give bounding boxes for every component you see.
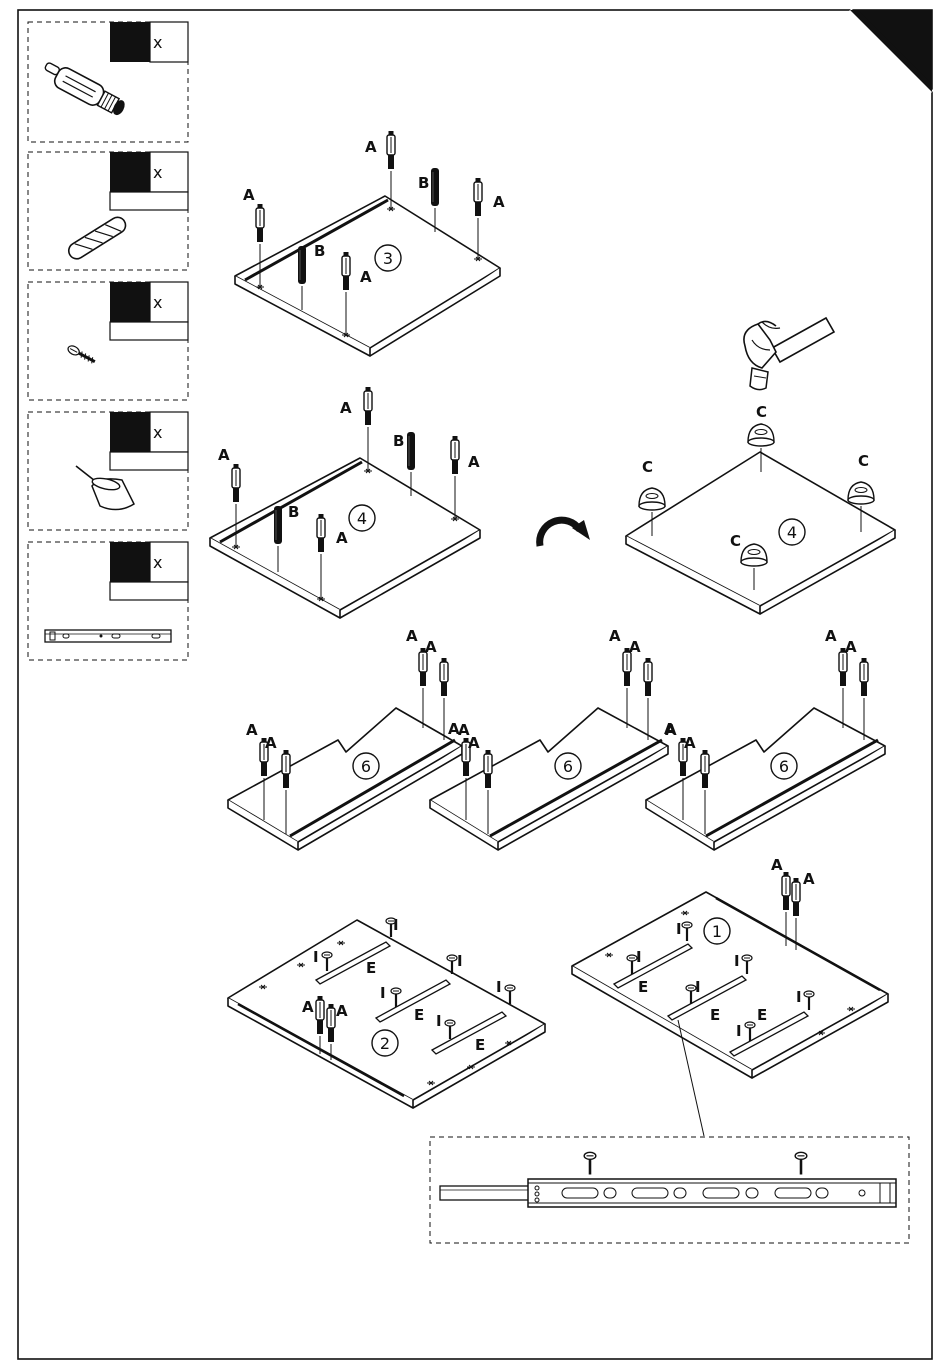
panel-1-assembly: 1 E E E I I I I I I A A	[572, 856, 888, 1136]
panel-3-assembly: 3 A B A A B A	[235, 131, 505, 356]
wooden-dowel-icon	[66, 214, 129, 261]
hardware-box-glide: x	[28, 412, 188, 530]
label-a: A	[684, 734, 696, 752]
label-e: E	[710, 1006, 720, 1024]
panel-number: 6	[563, 757, 573, 776]
hardware-box-dowel: x	[28, 152, 188, 270]
label-a: A	[360, 268, 372, 286]
label-i: I	[736, 1022, 742, 1040]
hardware-box-cam-bolt: x	[28, 22, 188, 142]
label-i: I	[496, 978, 502, 996]
label-i: I	[636, 948, 642, 966]
drawer-slide-icon	[45, 630, 171, 642]
label-i: I	[796, 988, 802, 1006]
hammer-icon	[744, 318, 834, 390]
panel-number: 1	[712, 922, 722, 941]
label-e: E	[414, 1006, 424, 1024]
label-e: E	[638, 978, 648, 996]
label-a: A	[468, 734, 480, 752]
label-a: A	[218, 446, 230, 464]
mark-x: x	[153, 163, 162, 182]
label-a: A	[803, 870, 815, 888]
panel-4-glides: 4 C C C C	[626, 403, 895, 614]
label-a: A	[265, 734, 277, 752]
panel-2-assembly: 2 E E E I I I I I I A A	[228, 916, 545, 1108]
label-i: I	[380, 984, 386, 1002]
label-b: B	[393, 432, 404, 450]
panel-number: 4	[787, 523, 797, 542]
label-a: A	[336, 1002, 348, 1020]
qty-box	[110, 22, 150, 62]
screw-icon	[66, 344, 96, 365]
panel-number: 4	[357, 509, 367, 528]
mark-x: x	[153, 553, 162, 572]
label-i: I	[393, 916, 399, 934]
label-a: A	[665, 721, 677, 739]
label-b: B	[418, 174, 429, 192]
mark-x: x	[153, 33, 162, 52]
label-a: A	[609, 627, 621, 645]
label-a: A	[365, 138, 377, 156]
label-e: E	[757, 1006, 767, 1024]
hardware-box-drawer-slide: x	[28, 542, 188, 660]
panel-number: 6	[361, 757, 371, 776]
label-i: I	[313, 948, 319, 966]
page-corner-tab	[850, 10, 932, 92]
label-a: A	[336, 529, 348, 547]
panel-6-assembly-middle: 6 AA A AA	[430, 627, 676, 850]
label-i: I	[676, 920, 682, 938]
cam-bolt-icon	[40, 58, 129, 119]
label-c: C	[756, 403, 767, 421]
label-a: A	[468, 453, 480, 471]
label-i: I	[436, 1012, 442, 1030]
label-i: I	[457, 952, 463, 970]
mark-x: x	[153, 423, 162, 442]
label-a: A	[493, 193, 505, 211]
panel-number: 6	[779, 757, 789, 776]
label-i: I	[734, 952, 740, 970]
mark-x: x	[153, 293, 162, 312]
label-a: A	[302, 998, 314, 1016]
label-c: C	[730, 532, 741, 550]
label-a: A	[845, 638, 857, 656]
slide-detail-view	[430, 1137, 909, 1243]
label-a: A	[825, 627, 837, 645]
label-a: A	[340, 399, 352, 417]
label-a: A	[243, 186, 255, 204]
label-a: A	[771, 856, 783, 874]
label-b: B	[288, 503, 299, 521]
label-a: A	[629, 638, 641, 656]
label-a: A	[425, 638, 437, 656]
label-i: I	[695, 978, 701, 996]
label-e: E	[366, 959, 376, 977]
panel-6-assembly-left: 6 AA A AA	[228, 627, 462, 850]
hardware-box-screw: x	[28, 282, 188, 400]
rotate-arrow-icon	[540, 520, 590, 546]
label-a: A	[406, 627, 418, 645]
label-c: C	[858, 452, 869, 470]
label-a: A	[246, 721, 258, 739]
label-c: C	[642, 458, 653, 476]
panel-number: 3	[383, 249, 393, 268]
panel-6-assembly-right: 6 AA AA	[646, 627, 885, 850]
panel-number: 2	[380, 1034, 390, 1053]
label-b: B	[314, 242, 325, 260]
label-e: E	[475, 1036, 485, 1054]
panel-4-assembly: 4 A B A A B A	[210, 387, 480, 618]
furniture-glide-icon	[76, 466, 134, 510]
